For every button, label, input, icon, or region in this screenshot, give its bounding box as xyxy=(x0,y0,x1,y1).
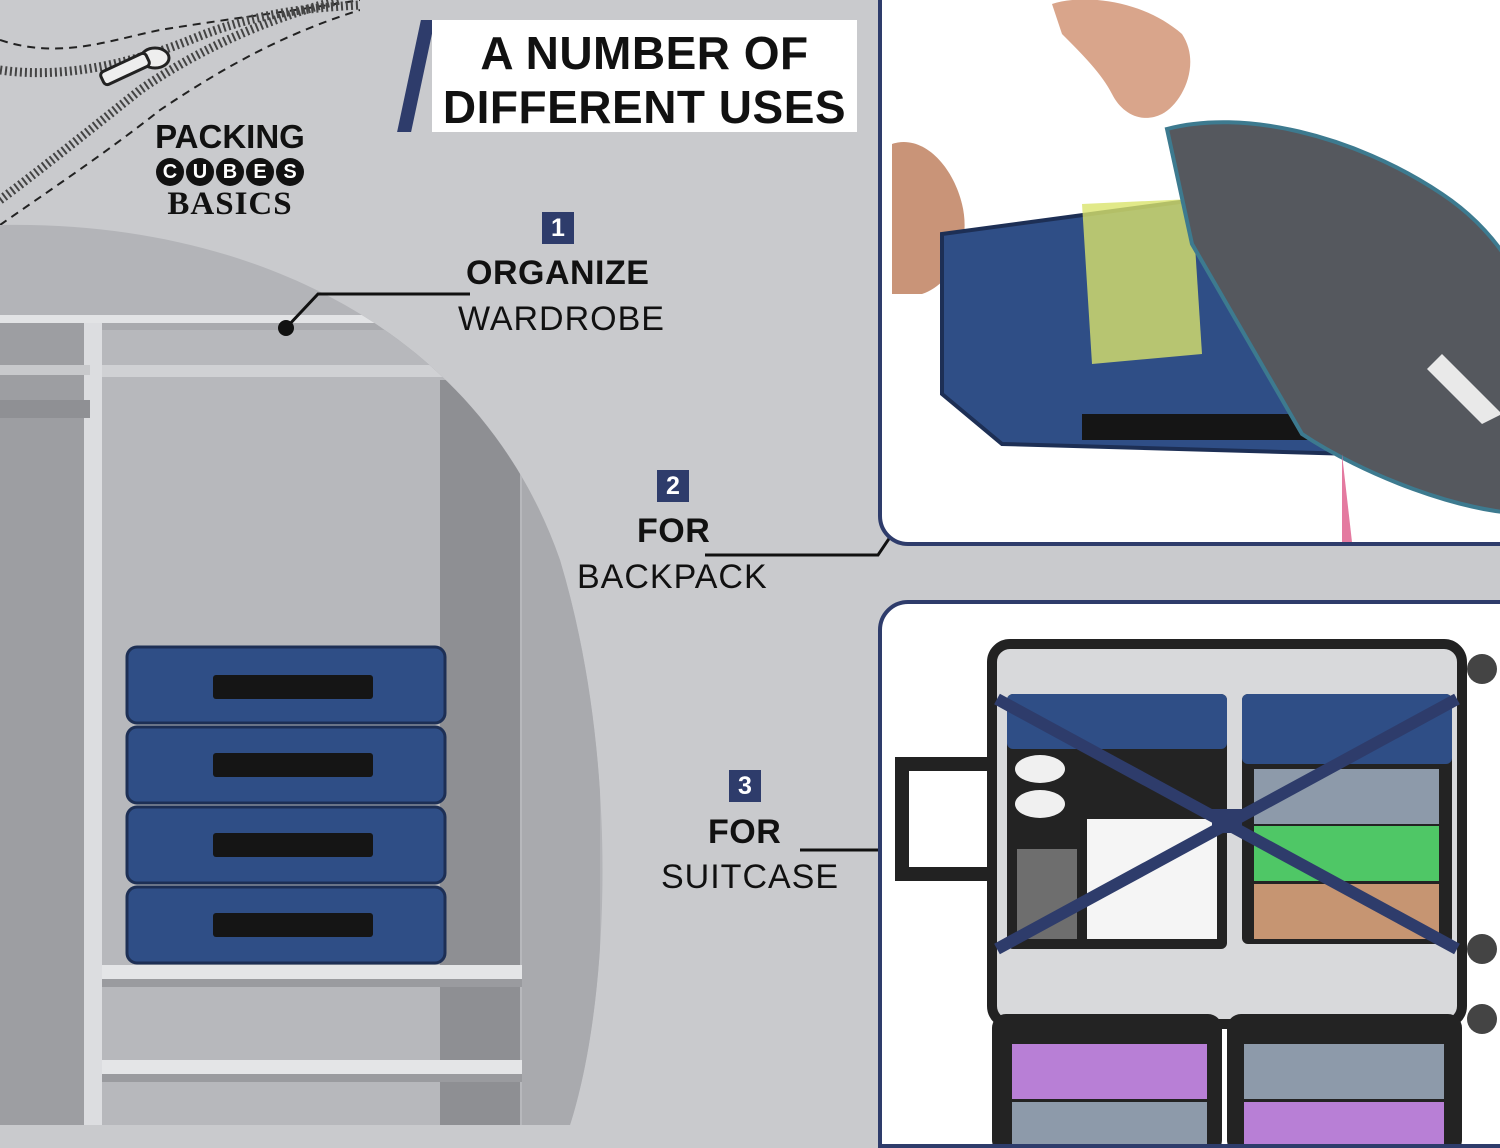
title-line-2: DIFFERENT USES xyxy=(442,81,847,133)
cube-3 xyxy=(125,805,447,885)
use-2-label: BACKPACK xyxy=(577,558,768,596)
zipper-graphic xyxy=(0,0,360,226)
logo-line-2: C U B E S xyxy=(130,158,330,186)
brand-logo: PACKING C U B E S BASICS xyxy=(130,118,330,223)
suitcase-photo xyxy=(895,639,1497,1144)
use-1-label-bold: ORGANIZE xyxy=(466,254,650,292)
use-1-label: WARDROBE xyxy=(458,300,665,338)
title-line-1: A NUMBER OF xyxy=(480,27,809,79)
cube-stack xyxy=(125,645,447,965)
logo-line-3: BASICS xyxy=(167,186,293,222)
cube-2 xyxy=(125,725,447,805)
use-1-number: 1 xyxy=(542,212,574,244)
use-2-number: 2 xyxy=(657,470,689,502)
title-box: A NUMBER OF DIFFERENT USES xyxy=(432,20,857,133)
cube-1 xyxy=(125,645,447,725)
suitcase-panel xyxy=(878,600,1500,1148)
backpack-photo xyxy=(892,0,1500,542)
logo-line-1: PACKING xyxy=(155,118,305,155)
use-3-label-bold: FOR xyxy=(708,813,782,851)
cube-4 xyxy=(125,885,447,965)
use-3-label: SUITCASE xyxy=(661,858,840,896)
use-2-label-bold: FOR xyxy=(637,512,711,550)
backpack-panel xyxy=(878,0,1500,546)
use-3-number: 3 xyxy=(729,770,761,802)
